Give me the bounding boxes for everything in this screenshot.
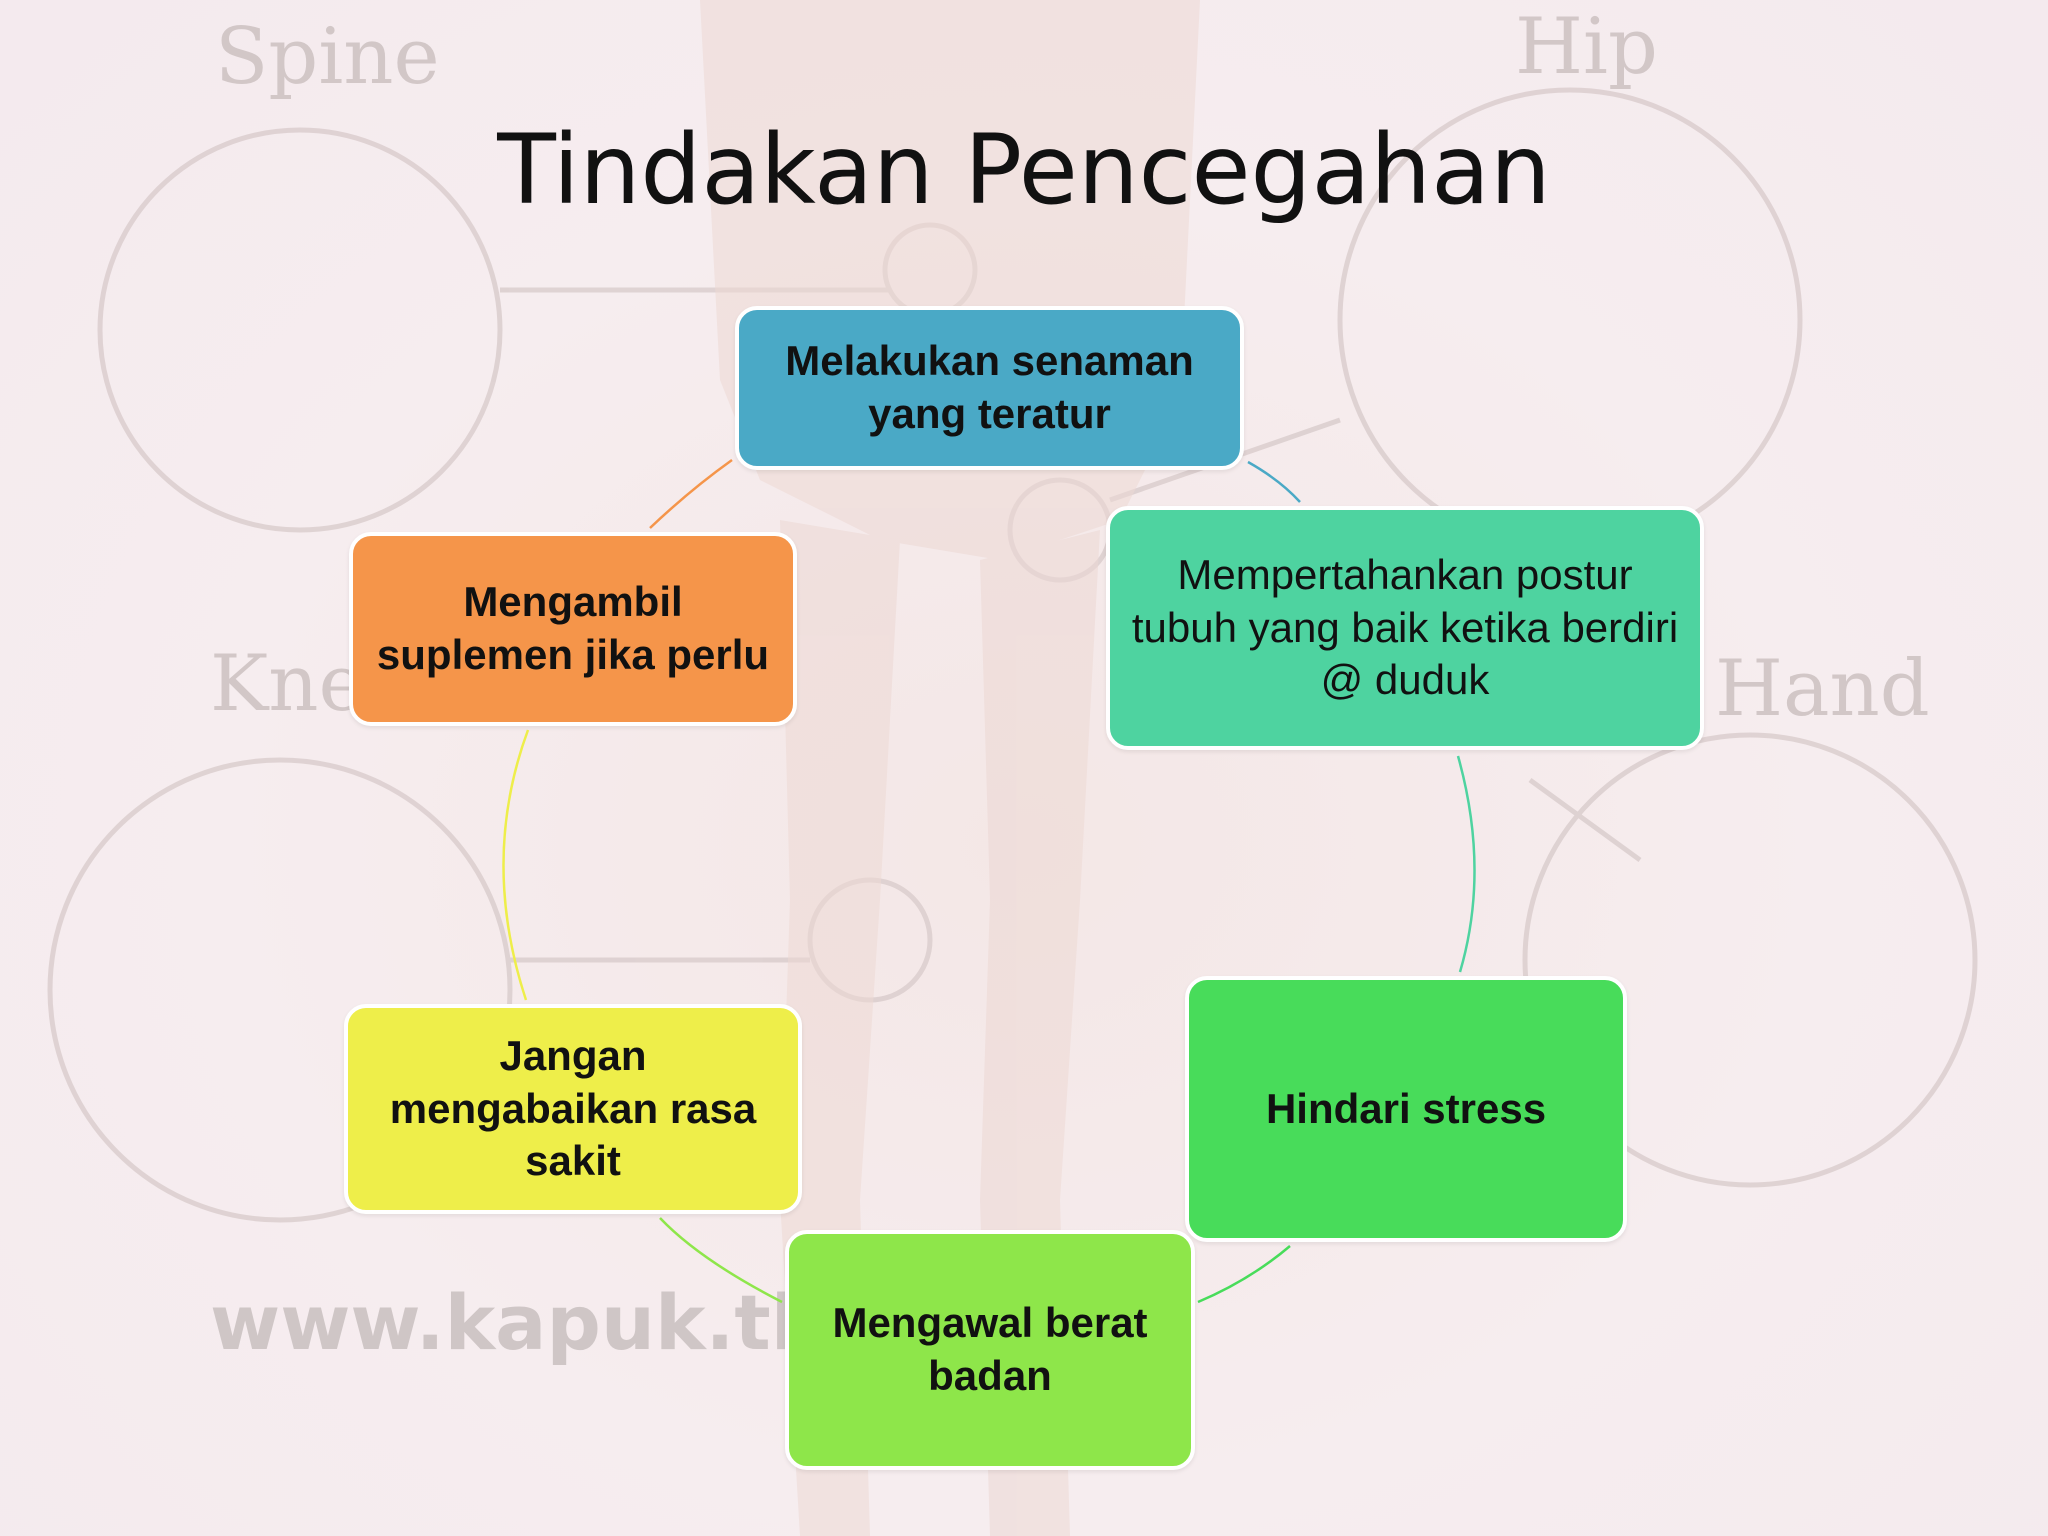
watermark-text: www.kapuk.tk xyxy=(210,1278,822,1367)
background-label-hand: Hand xyxy=(1715,644,1930,734)
background-label-knee: Kne xyxy=(210,639,365,729)
cycle-node-supplements: Mengambil suplemen jika perlu xyxy=(349,532,797,726)
spine-inset-circle xyxy=(97,127,503,533)
cycle-node-exercise: Melakukan senaman yang teratur xyxy=(735,306,1244,470)
knee-inset-circle xyxy=(47,757,513,1223)
cycle-node-avoid-stress: Hindari stress xyxy=(1185,976,1627,1242)
cycle-node-label: Jangan mengabaikan rasa sakit xyxy=(389,1031,757,1185)
arc-3-to-4 xyxy=(1197,1245,1291,1304)
cycle-node-label: Mengambil suplemen jika perlu xyxy=(376,578,770,678)
hand-inset-circle xyxy=(1522,732,1978,1188)
arc-1-to-2 xyxy=(1247,460,1301,503)
cycle-node-posture: Mempertahankan postur tubuh yang baik ke… xyxy=(1106,506,1704,750)
background-label-hip: Hip xyxy=(1515,2,1658,92)
cycle-node-pain-awareness: Jangan mengabaikan rasa sakit xyxy=(344,1004,802,1214)
arc-6-to-1 xyxy=(649,458,733,529)
arc-2-to-3 xyxy=(1456,755,1476,973)
arc-5-to-6 xyxy=(502,729,530,1001)
slide-title: Tindakan Pencegahan xyxy=(497,114,1551,226)
arc-4-to-5 xyxy=(659,1217,783,1304)
cycle-node-label: Hindari stress xyxy=(1265,1084,1547,1132)
cycle-node-weight-control: Mengawal berat badan xyxy=(785,1230,1195,1470)
background-label-spine: Spine xyxy=(215,12,440,102)
cycle-node-label: Mengawal berat badan xyxy=(832,1299,1148,1399)
cycle-node-label: Mempertahankan postur tubuh yang baik ke… xyxy=(1131,550,1679,704)
cycle-node-label: Melakukan senaman yang teratur xyxy=(785,337,1194,437)
